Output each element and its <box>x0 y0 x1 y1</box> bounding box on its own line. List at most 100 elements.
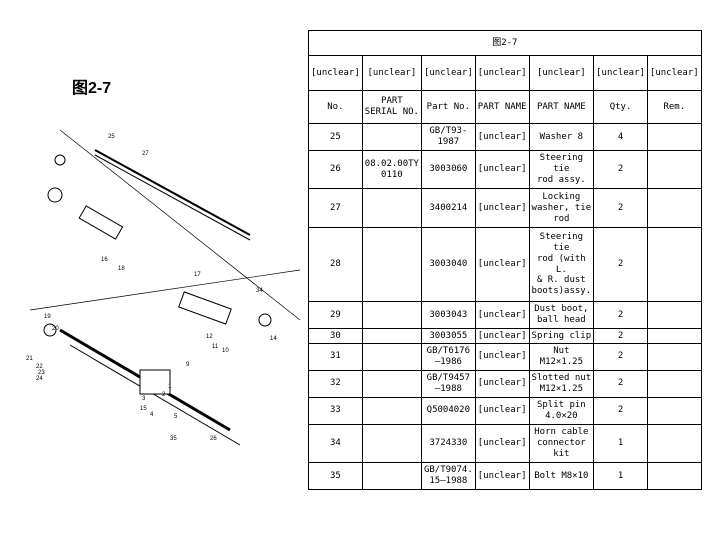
callout-label: 10 <box>222 348 229 354</box>
table-cell-no: 32 <box>308 369 363 398</box>
table-cell-part-no: 3003060 <box>420 149 476 190</box>
table-cell-part-no: 3003040 <box>420 227 476 303</box>
callout-label: 15 <box>140 406 147 412</box>
table-cell-name-cn: [unclear] <box>474 123 530 151</box>
table-cell-name-cn: [unclear] <box>474 227 530 303</box>
header-cell: PART NAME <box>528 90 595 124</box>
header-cell: Qty. <box>593 90 648 124</box>
header-cell: [unclear] <box>646 55 702 91</box>
table-cell-no: 35 <box>308 462 363 490</box>
table-cell-qty: 2 <box>593 396 648 425</box>
table-cell-serial <box>361 123 422 151</box>
ball-joint-right <box>258 313 272 327</box>
table-cell-name-en: Washer 8 <box>528 123 595 151</box>
table-cell-rem <box>646 369 702 398</box>
table-cell-part-no: 3003043 <box>420 301 476 329</box>
table-cell-qty: 2 <box>593 149 648 190</box>
parts-table-body: 图2-7 [unclear] [unclear] [unclear] [uncl… <box>308 30 702 490</box>
callout-label: 19 <box>44 314 51 320</box>
table-cell-name-en: Spring clip <box>528 327 595 344</box>
table-cell-no: 25 <box>308 123 363 151</box>
header-cell: Part No. <box>420 90 476 124</box>
callout-label: 16 <box>101 257 108 263</box>
upper-tie-rod <box>47 149 251 241</box>
table-cell-no: 26 <box>308 149 363 190</box>
header-cell: No. <box>308 90 363 124</box>
header-cell: PART SERIAL NO. <box>361 90 422 124</box>
header-cell: [unclear] <box>474 55 530 91</box>
table-cell-rem <box>646 301 702 329</box>
washer-icon <box>54 154 66 166</box>
table-cell-serial: 08.02.00TY 0110 <box>361 149 422 190</box>
table-cell-rem <box>646 423 702 464</box>
table-cell-name-cn: [unclear] <box>474 327 530 344</box>
callout-label: 2 <box>162 392 166 398</box>
table-cell-rem <box>646 123 702 151</box>
callout-label: 23 <box>38 370 45 376</box>
ball-joint-left <box>47 187 63 203</box>
table-cell-part-no: Q5004020 <box>420 396 476 425</box>
table-cell-qty: 2 <box>593 327 648 344</box>
header-row-cn: [unclear] [unclear] [unclear] [unclear] … <box>308 55 702 91</box>
callout-label: 12 <box>206 334 213 340</box>
callout-label: 24 <box>36 376 43 382</box>
callout-label: 5 <box>174 414 178 420</box>
table-cell-name-cn: [unclear] <box>474 396 530 425</box>
table-cell-no: 34 <box>308 423 363 464</box>
table-cell-rem <box>646 227 702 303</box>
table-cell-name-cn: [unclear] <box>474 423 530 464</box>
table-cell-qty: 1 <box>593 462 648 490</box>
header-row-en: No. PART SERIAL NO. Part No. PART NAME P… <box>308 90 702 124</box>
table-cell-name-en: Split pin 4.0×20 <box>528 396 595 425</box>
callout-label: 4 <box>150 412 154 418</box>
callout-label: 21 <box>26 356 33 362</box>
table-cell-rem <box>646 462 702 490</box>
table-cell-name-en: Steering tie rod assy. <box>528 149 595 190</box>
table-cell-name-en: Horn cable connector kit <box>528 423 595 464</box>
header-cell: [unclear] <box>308 55 363 91</box>
header-cell: Rem. <box>646 90 702 124</box>
table-cell-part-no: GB/T6176 —1986 <box>420 342 476 371</box>
table-cell-serial <box>361 396 422 425</box>
dust-boot-left <box>78 205 124 240</box>
callout-label: 3 <box>142 396 146 402</box>
table-cell-serial <box>361 369 422 398</box>
table-cell-no: 31 <box>308 342 363 371</box>
table-cell-name-en: Slotted nut M12×1.25 <box>528 369 595 398</box>
table-cell-name-cn: [unclear] <box>474 342 530 371</box>
table-caption: 图2-7 <box>308 30 702 56</box>
table-cell-rem <box>646 188 702 229</box>
table-cell-rem <box>646 149 702 190</box>
table-cell-part-no: GB/T9457 —1988 <box>420 369 476 398</box>
callout-label: 26 <box>210 436 217 442</box>
table-cell-qty: 1 <box>593 423 648 464</box>
table-cell-no: 28 <box>308 227 363 303</box>
dust-boot-right <box>178 291 232 325</box>
table-cell-serial <box>361 462 422 490</box>
table-cell-serial <box>361 188 422 229</box>
table-cell-rem <box>646 342 702 371</box>
callout-label: 20 <box>52 326 59 332</box>
table-cell-rem <box>646 396 702 425</box>
divider-line <box>59 129 301 321</box>
header-cell: [unclear] <box>593 55 648 91</box>
table-cell-serial <box>361 301 422 329</box>
callout-label: 25 <box>108 134 115 140</box>
table-cell-serial <box>361 423 422 464</box>
callout-labels: 3332313029282527161817341419202122232412… <box>26 134 277 442</box>
table-cell-part-no: GB/T93- 1987 <box>420 123 476 151</box>
table-caption-row: 图2-7 <box>308 30 702 56</box>
table-cell-name-en: Nut M12×1.25 <box>528 342 595 371</box>
table-cell-serial <box>361 227 422 303</box>
gear-housing <box>139 369 171 395</box>
figure-label: 图2-7 <box>72 80 112 97</box>
table-cell-part-no: 3724330 <box>420 423 476 464</box>
table-cell-name-cn: [unclear] <box>474 369 530 398</box>
